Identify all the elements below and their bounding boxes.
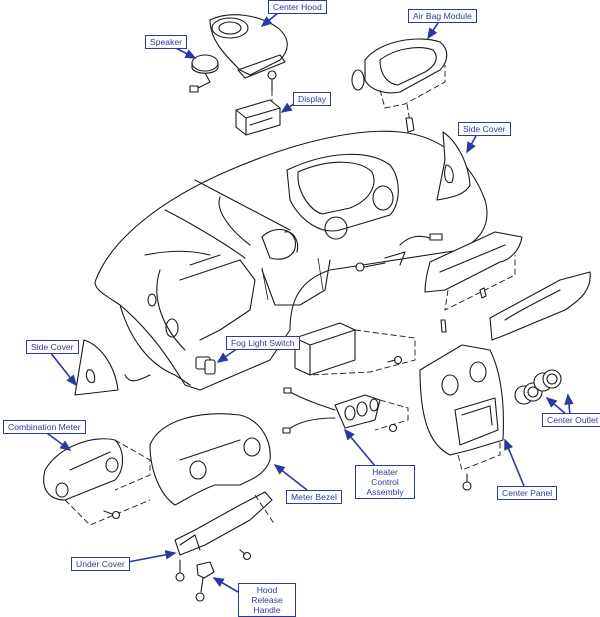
left-side-cover-part xyxy=(74,339,151,396)
label-center-panel: Center Panel xyxy=(497,486,558,500)
heater-control-part xyxy=(282,387,409,434)
leader-under-cover xyxy=(122,550,177,564)
label-hood-release-line1: Hood Release xyxy=(251,585,283,605)
glove-box-part xyxy=(424,231,591,341)
audio-unit-part xyxy=(294,322,416,376)
combination-meter-part xyxy=(43,438,151,526)
speaker-part xyxy=(189,54,219,93)
leader-display xyxy=(280,102,296,113)
meter-bezel-part xyxy=(149,413,271,506)
fog-light-switch-part xyxy=(195,356,216,375)
leader-hood-release xyxy=(212,577,239,593)
leader-center-outlet-1 xyxy=(545,396,568,416)
label-display: Display xyxy=(293,92,332,106)
leader-center-panel xyxy=(504,438,525,487)
wire-harness-part xyxy=(355,233,443,272)
label-heater-control-line1: Heater Control xyxy=(371,467,399,487)
under-cover-part xyxy=(174,491,276,582)
leader-meter-bezel xyxy=(273,464,308,491)
label-speaker: Speaker xyxy=(145,35,188,49)
right-side-cover-part xyxy=(436,131,471,201)
center-panel-part xyxy=(419,344,504,491)
label-hood-release-handle: Hood Release Handle xyxy=(238,583,296,617)
leader-center-outlet-2 xyxy=(564,393,574,416)
display-part xyxy=(235,99,281,136)
label-combination-meter: Combination Meter xyxy=(3,420,86,434)
screw-part xyxy=(267,70,277,110)
label-fog-light-switch: Fog Light Switch xyxy=(226,336,300,350)
leader-lines xyxy=(39,12,574,593)
label-side-cover-left: Side Cover xyxy=(26,340,79,354)
label-heater-control-line2: Assembly xyxy=(366,487,404,497)
label-hood-release-line2: Handle xyxy=(253,605,281,615)
center-hood-part xyxy=(209,14,288,79)
label-heater-control-assembly: Heater Control Assembly xyxy=(355,465,415,499)
leader-side-cover-right xyxy=(466,133,478,154)
hood-release-handle-part xyxy=(195,561,215,602)
leader-air-bag xyxy=(427,19,441,40)
label-center-outlet: Center Outlet xyxy=(542,413,600,427)
leader-heater-control xyxy=(343,428,376,467)
leader-fog-light xyxy=(216,347,239,363)
label-meter-bezel: Meter Bezel xyxy=(286,490,342,504)
air-bag-module-part xyxy=(351,38,448,133)
label-side-cover-right: Side Cover xyxy=(458,122,511,136)
instrument-panel-part xyxy=(94,130,488,391)
label-air-bag-module: Air Bag Module xyxy=(408,9,477,23)
leader-side-cover-left xyxy=(49,351,77,387)
label-under-cover: Under Cover xyxy=(71,557,130,571)
label-center-hood: Center Hood xyxy=(268,0,327,14)
center-outlet-part xyxy=(514,369,562,405)
leader-center-hood xyxy=(260,12,279,28)
